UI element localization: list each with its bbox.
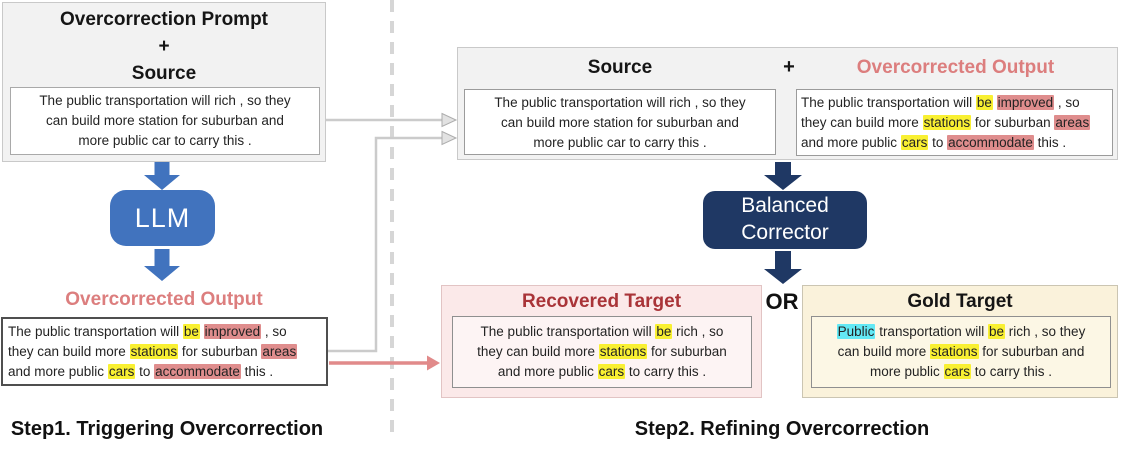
text-segment: transportation will [875, 324, 988, 339]
highlight-yellow: cars [597, 364, 626, 379]
text-segment: The public transportation will [8, 324, 183, 339]
llm-node: LLM [110, 190, 215, 246]
gold-sentence-box: Public transportation will be rich , so … [811, 316, 1111, 388]
down-arrow-icon [144, 249, 180, 281]
highlight-salmon: improved [203, 324, 262, 339]
balanced-corrector-label-line: Balanced [741, 194, 829, 217]
text-segment: to [135, 364, 155, 379]
text-segment: and more public [8, 364, 108, 379]
highlight-yellow: stations [929, 344, 979, 359]
llm-label: LLM [134, 203, 191, 233]
text-segment: can build more [837, 344, 930, 359]
recovered-sentence-box: The public transportation will be rich ,… [452, 316, 752, 388]
overcorrected-sentence-box: The public transportation will be improv… [796, 89, 1113, 156]
highlight-salmon: areas [261, 344, 298, 359]
highlight-salmon: accommodate [947, 135, 1034, 150]
down-arrow-icon [144, 162, 180, 190]
text-segment: can build more station for suburban and [46, 113, 284, 128]
highlight-salmon: accommodate [154, 364, 241, 379]
gold-target-label: Gold Target [907, 291, 1013, 312]
text-segment: and more public [801, 135, 901, 150]
panel-title-block: Overcorrection Prompt + Source [3, 6, 325, 87]
text-segment: they can build more [8, 344, 130, 359]
overcorrected-output-label: Overcorrected Output [856, 57, 1055, 78]
highlight-yellow: stations [598, 344, 648, 359]
step1-caption: Step1. Triggering Overcorrection [10, 418, 324, 440]
text-segment: The public transportation will rich , so… [39, 93, 291, 108]
highlight-yellow: cars [943, 364, 972, 379]
text-segment: for suburban [178, 344, 262, 359]
highlight-salmon: areas [1054, 115, 1091, 130]
highlight-cyan: Public [836, 324, 876, 339]
text-segment: , so [1054, 95, 1080, 110]
highlight-salmon: improved [996, 95, 1055, 110]
text-segment: for suburban and [978, 344, 1085, 359]
plus-sign: + [783, 56, 795, 78]
text-segment: to carry this . [625, 364, 707, 379]
plus-sign: + [158, 36, 170, 57]
overcorrected-to-step2-connector [328, 136, 442, 353]
text-segment: The public transportation will [801, 95, 976, 110]
step2-caption: Step2. Refining Overcorrection [634, 418, 930, 440]
text-segment: this . [1033, 135, 1067, 150]
balanced-corrector-label-line: Corrector [741, 221, 829, 244]
text-segment: The public transportation will rich , so… [494, 95, 746, 110]
text-segment: to [928, 135, 948, 150]
highlight-yellow: stations [129, 344, 179, 359]
overcorrection-prompt-source-panel: Overcorrection Prompt + Source The publi… [2, 2, 326, 162]
text-segment: , so [261, 324, 287, 339]
overcorrected-output-box: The public transportation will be improv… [1, 317, 328, 386]
overcorrected-to-recovered-arrowhead-icon [427, 355, 440, 371]
text-segment: more public car to carry this . [78, 133, 252, 148]
text-segment: they can build more [477, 344, 599, 359]
highlight-yellow: be [182, 324, 200, 339]
source-label: Source [587, 57, 653, 78]
text-segment: they can build more [801, 115, 923, 130]
text-segment: rich , so [672, 324, 724, 339]
balanced-corrector-node: Balanced Corrector [703, 191, 867, 249]
source-to-step2-arrowhead-icon [441, 112, 458, 128]
highlight-yellow: stations [922, 115, 972, 130]
down-arrow-icon [764, 251, 802, 284]
text-segment: more public car to carry this . [533, 135, 707, 150]
overcorrected-to-step2-arrowhead-icon [441, 130, 458, 146]
text-segment: and more public [497, 364, 598, 379]
source-sentence-box: The public transportation will rich , so… [464, 89, 776, 155]
or-label: OR [765, 289, 799, 314]
text-segment: this . [240, 364, 274, 379]
text-segment: The public transportation will [480, 324, 656, 339]
highlight-yellow: be [655, 324, 673, 339]
text-segment: to carry this . [971, 364, 1053, 379]
panel-title-line: Source [131, 63, 197, 84]
highlight-yellow: be [988, 324, 1006, 339]
text-segment: can build more station for suburban and [501, 115, 739, 130]
text-segment: for suburban [647, 344, 727, 359]
highlight-yellow: cars [107, 364, 136, 379]
highlight-yellow: be [975, 95, 993, 110]
text-segment: rich , so they [1005, 324, 1086, 339]
overcorrected-output-label: Overcorrected Output [65, 289, 263, 310]
source-plus-overcorrected-panel: Source + Overcorrected Output The public… [457, 47, 1118, 160]
recovered-target-panel: Recovered Target The public transportati… [441, 285, 762, 398]
text-segment: for suburban [971, 115, 1055, 130]
step-divider-dashed-line [390, 0, 394, 440]
source-sentence-box: The public transportation will rich , so… [10, 87, 320, 155]
recovered-target-label: Recovered Target [521, 291, 682, 312]
gold-target-panel: Gold Target Public transportation will b… [802, 285, 1118, 398]
panel-title-line: Overcorrection Prompt [60, 9, 268, 30]
text-segment: more public [869, 364, 944, 379]
down-arrow-icon [764, 162, 802, 190]
highlight-yellow: cars [900, 135, 929, 150]
